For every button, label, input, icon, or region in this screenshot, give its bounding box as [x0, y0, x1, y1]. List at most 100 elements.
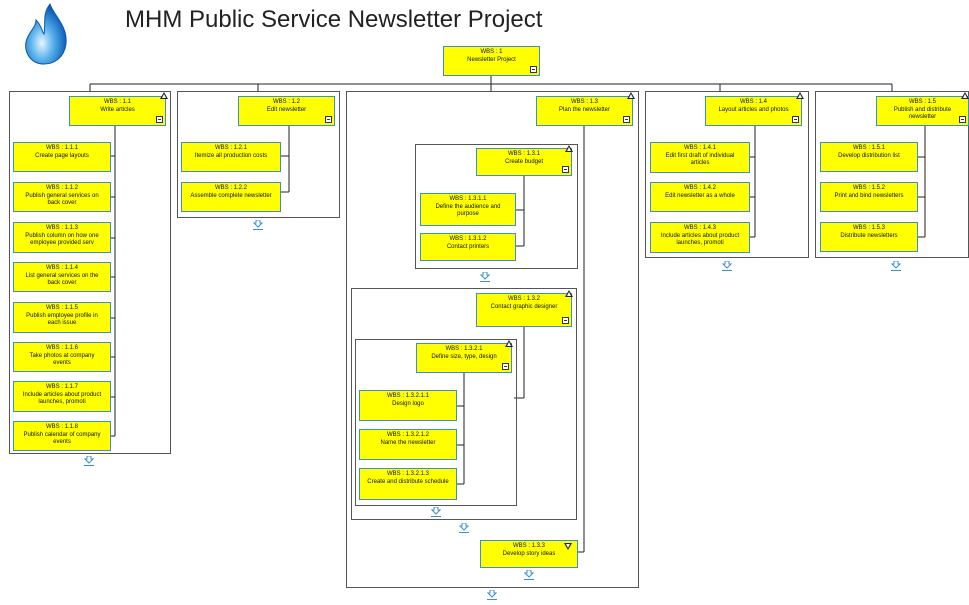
- wbs-node-1-1-4[interactable]: WBS : 1.1.4 List general services on the…: [13, 262, 111, 292]
- task-name: Print and bind newsletters: [834, 193, 904, 199]
- wbs-node-1-1-8[interactable]: WBS : 1.1.8 Publish calendar of company …: [13, 421, 111, 451]
- wbs-node-1-5-3[interactable]: WBS : 1.5.3 Distribute newsletters: [820, 222, 918, 252]
- collapse-minus-icon[interactable]: [562, 317, 569, 324]
- wbs-code: WBS : 1: [480, 49, 503, 55]
- wbs-code: WBS : 1.3.2.1: [445, 346, 483, 352]
- expand-arrow-icon[interactable]: [891, 261, 901, 271]
- wbs-node-1-2[interactable]: WBS : 1.2 Edit newsletter: [238, 96, 335, 126]
- task-name: Edit newsletter: [266, 107, 307, 113]
- expand-arrow-icon[interactable]: [722, 261, 732, 271]
- subtree-frame-1-2: [177, 91, 340, 218]
- task-name: Design logo: [392, 401, 424, 407]
- subtree-frame-1-3-2-1: [355, 339, 517, 506]
- expand-arrow-icon[interactable]: [84, 456, 94, 466]
- task-name: Edit newsletter as a whole: [665, 193, 735, 199]
- task-name: Publish employee profile in each issue: [26, 313, 98, 326]
- wbs-code: WBS : 1.2.1: [214, 145, 247, 151]
- triangle-marker-icon: [565, 145, 573, 152]
- subtree-frame-1-3-2: [351, 288, 577, 520]
- wbs-node-1-4[interactable]: WBS : 1.4 Layout articles and photos: [705, 96, 802, 126]
- wbs-node-1-1-1[interactable]: WBS : 1.1.1 Create page layouts: [13, 142, 111, 172]
- wbs-node-1-3-2-1-2[interactable]: WBS : 1.3.2.1.2 Name the newsletter: [359, 429, 457, 460]
- wbs-node-1-1-2[interactable]: WBS : 1.1.2 Publish general services on …: [13, 182, 111, 212]
- task-name: Plan the newsletter: [558, 107, 611, 113]
- wbs-code: WBS : 1.2.2: [214, 185, 247, 191]
- flame-drop-icon: [25, 2, 67, 65]
- wbs-node-1-1[interactable]: WBS : 1.1 Write articles: [69, 96, 166, 126]
- collapse-minus-icon[interactable]: [530, 66, 537, 73]
- wbs-node-1-2-1[interactable]: WBS : 1.2.1 Itemize all production costs: [181, 142, 281, 172]
- page-title: MHM Public Service Newsletter Project: [125, 6, 543, 33]
- task-name: Publish general services on back cover: [25, 193, 99, 206]
- task-name: Contact printers: [446, 244, 490, 250]
- collapse-minus-icon[interactable]: [792, 116, 799, 123]
- wbs-code: WBS : 1.5: [908, 99, 936, 105]
- task-name: Publish and distribute newsletter: [893, 107, 952, 120]
- triangle-marker-icon: [505, 340, 513, 347]
- wbs-node-1-2-2[interactable]: WBS : 1.2.2 Assemble complete newsletter: [181, 182, 281, 212]
- wbs-code: WBS : 1.4.2: [683, 185, 716, 191]
- wbs-code: WBS : 1.4.1: [683, 145, 716, 151]
- task-name: Include articles about product launches,…: [22, 392, 102, 405]
- wbs-node-1-3-2-1-3[interactable]: WBS : 1.3.2.1.3 Create and distribute sc…: [359, 468, 457, 500]
- triangle-marker-icon: [160, 92, 168, 99]
- task-name: Develop story ideas: [502, 551, 556, 557]
- wbs-node-1-3-2[interactable]: WBS : 1.3.2 Contact graphic designer: [476, 293, 572, 327]
- subtree-frame-1-3-1: [415, 144, 578, 269]
- wbs-node-1-4-3[interactable]: WBS : 1.4.3 Include articles about produ…: [650, 222, 750, 253]
- wbs-node-1-1-7[interactable]: WBS : 1.1.7 Include articles about produ…: [13, 381, 111, 412]
- subtree-frame-1-3: [346, 91, 639, 588]
- collapse-minus-icon[interactable]: [562, 166, 569, 173]
- task-name: Create page layouts: [35, 153, 89, 159]
- expand-arrow-icon[interactable]: [431, 507, 441, 517]
- wbs-node-1-4-1[interactable]: WBS : 1.4.1 Edit first draft of individu…: [650, 142, 750, 173]
- collapse-minus-icon[interactable]: [959, 116, 966, 123]
- wbs-node-1-3-1-2[interactable]: WBS : 1.3.1.2 Contact printers: [420, 233, 516, 261]
- wbs-code: WBS : 1.1.5: [45, 305, 78, 311]
- collapse-minus-icon[interactable]: [325, 116, 332, 123]
- task-name: Define size, type, design: [431, 354, 497, 360]
- wbs-code: WBS : 1.3.2: [507, 296, 540, 302]
- wbs-code: WBS : 1.3.3: [512, 543, 545, 549]
- wbs-node-1[interactable]: WBS : 1 Newsletter Project: [443, 46, 540, 76]
- expand-arrow-icon[interactable]: [459, 523, 469, 533]
- wbs-node-1-3-2-1-1[interactable]: WBS : 1.3.2.1.1 Design logo: [359, 390, 457, 421]
- wbs-node-1-3-3[interactable]: WBS : 1.3.3 Develop story ideas: [480, 540, 578, 568]
- wbs-code: WBS : 1.3.1: [507, 151, 540, 157]
- wbs-node-1-1-3[interactable]: WBS : 1.1.3 Publish column on how one em…: [13, 222, 111, 253]
- task-name: Name the newsletter: [380, 440, 436, 446]
- wbs-node-1-1-6[interactable]: WBS : 1.1.6 Take photos at company event…: [13, 342, 111, 372]
- wbs-code: WBS : 1.2: [272, 99, 300, 105]
- wbs-node-1-3-1[interactable]: WBS : 1.3.1 Create budget: [476, 148, 572, 176]
- expand-arrow-icon[interactable]: [480, 272, 490, 282]
- wbs-code: WBS : 1.5.2: [852, 185, 885, 191]
- wbs-node-1-5[interactable]: WBS : 1.5 Publish and distribute newslet…: [876, 96, 969, 126]
- expand-arrow-icon[interactable]: [487, 590, 497, 600]
- wbs-code: WBS : 1.1.7: [45, 384, 78, 390]
- task-name: List general services on the back cover: [25, 273, 99, 286]
- wbs-code: WBS : 1.5.1: [852, 145, 885, 151]
- triangle-marker-icon: [796, 92, 804, 99]
- collapse-minus-icon[interactable]: [623, 116, 630, 123]
- task-name: Take photos at company events: [29, 353, 95, 366]
- expand-arrow-icon[interactable]: [253, 220, 263, 230]
- wbs-code: WBS : 1.3.2.1.1: [386, 393, 430, 399]
- wbs-node-1-4-2[interactable]: WBS : 1.4.2 Edit newsletter as a whole: [650, 182, 750, 212]
- wbs-code: WBS : 1.5.3: [852, 225, 885, 231]
- task-name: Write articles: [100, 107, 135, 113]
- wbs-node-1-5-1[interactable]: WBS : 1.5.1 Develop distribution list: [820, 142, 918, 172]
- wbs-node-1-3-1-1[interactable]: WBS : 1.3.1.1 Define the audience and pu…: [420, 193, 516, 226]
- wbs-node-1-3-2-1[interactable]: WBS : 1.3.2.1 Define size, type, design: [416, 343, 512, 373]
- wbs-node-1-1-5[interactable]: WBS : 1.1.5 Publish employee profile in …: [13, 302, 111, 333]
- task-name: Edit first draft of individual articles: [665, 153, 735, 166]
- wbs-node-1-3[interactable]: WBS : 1.3 Plan the newsletter: [536, 96, 633, 126]
- wbs-code: WBS : 1.1.4: [45, 265, 78, 271]
- collapse-minus-icon[interactable]: [502, 363, 509, 370]
- expand-arrow-icon[interactable]: [524, 570, 534, 580]
- task-name: Publish column on how one employee provi…: [25, 233, 99, 246]
- triangle-marker-icon: [565, 290, 573, 297]
- wbs-node-1-5-2[interactable]: WBS : 1.5.2 Print and bind newsletters: [820, 182, 918, 212]
- collapse-minus-icon[interactable]: [156, 116, 163, 123]
- task-name: Create budget: [504, 159, 544, 165]
- wbs-code: WBS : 1.1.8: [45, 424, 78, 430]
